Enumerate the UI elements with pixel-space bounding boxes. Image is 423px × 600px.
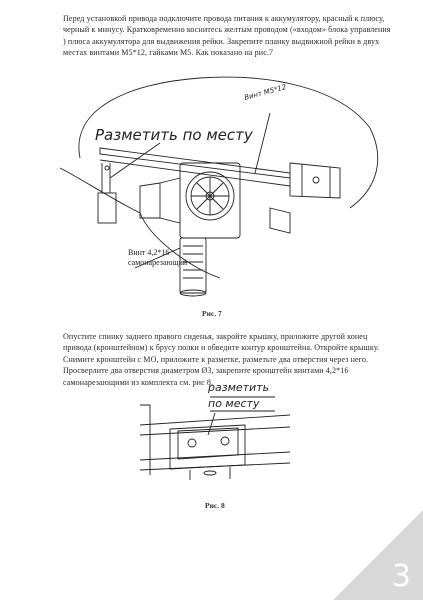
- motor-cylinder: [179, 237, 207, 294]
- screw-label-line1: Винт 4,2*16: [128, 248, 169, 257]
- figure-8-drawing: разметить по месту: [139, 381, 291, 480]
- panel-outline-top: [78, 76, 371, 159]
- handwritten-line-1: разметить: [207, 381, 269, 394]
- m5-screw-callout: Винт М5*12: [243, 83, 287, 102]
- panel-outline-left: [59, 167, 141, 214]
- page-number: 3: [391, 559, 411, 594]
- instruction-paragraph-1: Перед установкой привода подключите пров…: [63, 14, 391, 58]
- panel-outline-right: [349, 127, 379, 209]
- motor-housing: [179, 162, 241, 239]
- block-left: [97, 192, 117, 224]
- handwritten-mark-label: Разметить по месту: [95, 126, 254, 144]
- figure-7-caption: Рис. 7: [202, 309, 222, 318]
- instruction-paragraph-2: Опустите спинку заднего правого сиденья,…: [63, 332, 380, 387]
- screw-label-line2: самонарезающий: [128, 258, 188, 267]
- gear-wheel: [185, 171, 235, 221]
- handwritten-line-2: по месту: [208, 397, 260, 410]
- leader-screw: [134, 247, 181, 269]
- leader-m5: [254, 112, 271, 174]
- page-corner-decoration: [333, 510, 423, 600]
- figure-7-drawing: Разметить по месту Винт М5*12 Винт 4,2*1…: [59, 76, 379, 297]
- bracket-outline: [169, 424, 246, 470]
- figure-8-caption: Рис. 8: [205, 501, 225, 510]
- bracket-plate: [289, 162, 341, 199]
- leader-mark: [109, 142, 161, 179]
